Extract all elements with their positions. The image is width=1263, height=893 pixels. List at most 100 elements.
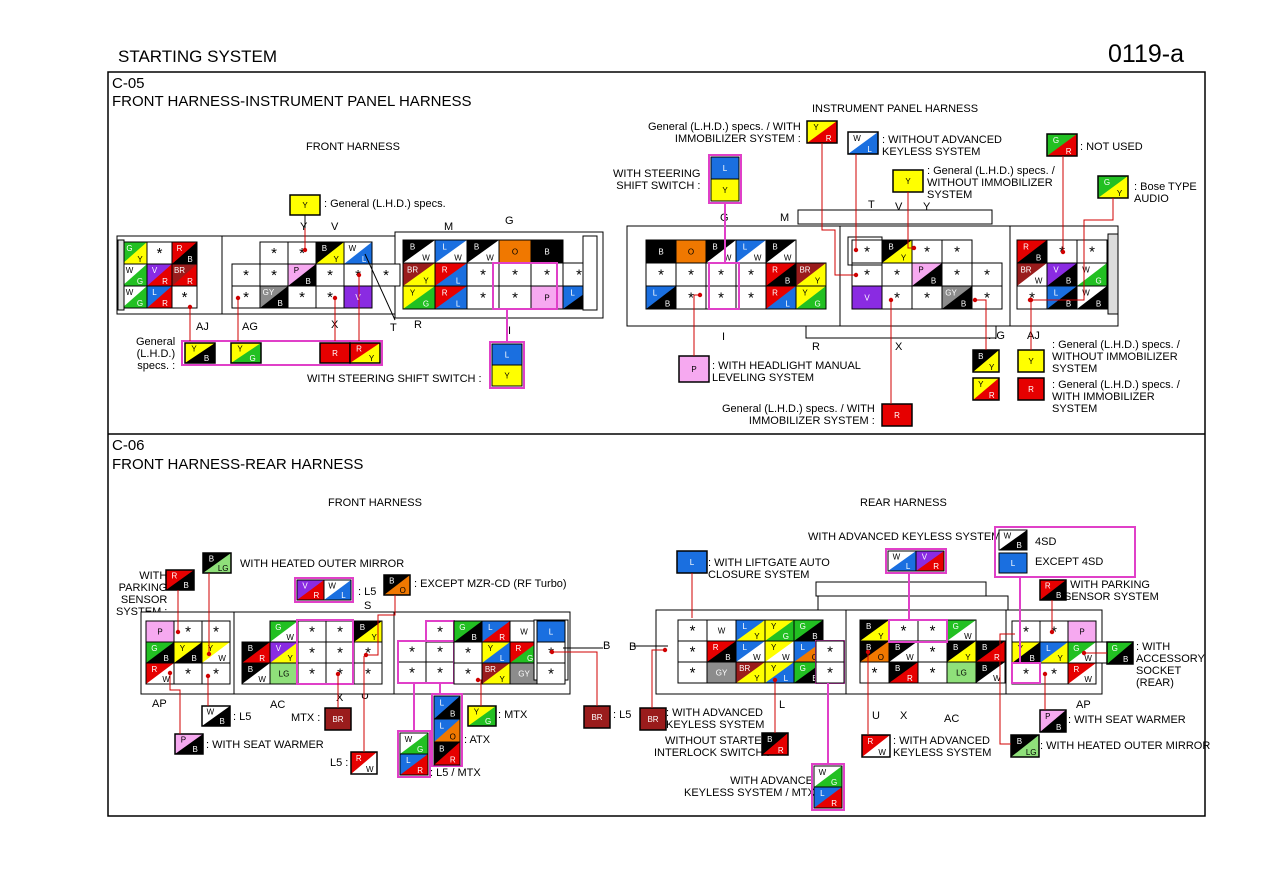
swatch-border [383, 574, 411, 596]
wire-code: Y [333, 255, 339, 264]
empty-terminal: * [299, 245, 305, 262]
wire-code: V [1053, 266, 1059, 275]
empty-terminal: * [930, 644, 936, 661]
lead-dot [167, 670, 173, 676]
ann-seat-warmer-right: : WITH SEAT WARMER [1068, 714, 1186, 726]
wire-code: B [1066, 300, 1071, 309]
empty-terminal: * [309, 624, 315, 641]
wire-code: B [895, 643, 900, 652]
wire-stripe [482, 642, 510, 663]
c06-front-harness-label: FRONT HARNESS [328, 497, 422, 509]
lead-wire [552, 651, 598, 706]
wire-stripe [434, 696, 460, 719]
ann-l5-prefix: L5 : [330, 757, 349, 769]
wire-stripe [942, 286, 972, 309]
wire-stripe [1017, 240, 1047, 263]
empty-terminal: * [894, 290, 900, 307]
wire-code: W [207, 707, 215, 716]
wire-code: R [1023, 243, 1029, 252]
empty-terminal: * [243, 289, 249, 306]
wire-stripe [467, 240, 499, 263]
wire-code: W [162, 675, 170, 684]
label-B-c06: B [603, 640, 611, 652]
highlight-box [294, 577, 354, 603]
lead-dot [1049, 629, 1055, 635]
wire-stripe [384, 575, 410, 595]
empty-terminal: * [548, 666, 554, 683]
wire-code: R [1074, 665, 1080, 674]
wire-code: Y [1117, 189, 1123, 198]
wire-code: B [772, 243, 777, 252]
wire-code: R [177, 244, 183, 253]
wire-stripe [860, 620, 889, 641]
wire-stripe [242, 663, 270, 684]
wire-code: B [219, 717, 224, 726]
ann-bose-audio: : Bose TYPE AUDIO [1134, 181, 1197, 205]
wire-stripe [766, 263, 796, 286]
ann-seat-warmer-left: : WITH SEAT WARMER [206, 739, 324, 751]
label-V: V [331, 221, 339, 233]
wire-code: O [400, 586, 406, 595]
empty-terminal: * [437, 624, 443, 641]
wire-stripe [400, 754, 428, 775]
label-AC-rear: AC [944, 713, 960, 725]
ann-heated-mirror: WITH HEATED OUTER MIRROR [240, 558, 405, 570]
wire-code: L [500, 654, 505, 663]
wire-code: L [488, 623, 493, 632]
wire-code: R [894, 411, 900, 420]
wire-code: BR [485, 665, 496, 674]
wire-code: L [442, 243, 447, 252]
wire-stripe [174, 642, 202, 663]
wire-code: L [1046, 644, 1051, 653]
empty-terminal: * [337, 645, 343, 662]
wire-code: Y [410, 289, 416, 298]
terminal [710, 178, 740, 202]
lead-dot [772, 677, 778, 683]
wire-stripe [435, 240, 467, 263]
ann-accessory-socket: : WITH ACCESSORY SOCKET (REAR) [1136, 641, 1205, 689]
empty-terminal: * [924, 244, 930, 261]
wire-code: G [137, 277, 143, 286]
swatch-border [1039, 579, 1067, 601]
wire-stripe [976, 662, 1005, 683]
wire-code: Y [905, 177, 911, 186]
label-X-ip: X [895, 341, 903, 353]
wire-code: O [878, 653, 884, 662]
wire-code: B [895, 664, 900, 673]
wire-code: P [1079, 628, 1084, 637]
wire-code: B [209, 554, 214, 563]
wire-code: R [713, 643, 719, 652]
terminal [815, 661, 845, 684]
wire-stripe [1047, 134, 1077, 156]
highlight-box [431, 693, 463, 767]
wire-code: R [778, 746, 784, 755]
wire-code: L [549, 628, 554, 637]
wire-code: W [784, 254, 792, 263]
wire-stripe [122, 286, 147, 308]
wire-code: W [1035, 277, 1043, 286]
wire-code: B [1096, 300, 1101, 309]
wire-stripe [203, 553, 231, 573]
empty-terminal: * [748, 267, 754, 284]
empty-terminal: * [480, 267, 486, 284]
wire-code: W [366, 765, 374, 774]
wire-code: B [183, 581, 188, 590]
wire-code: B [767, 735, 772, 744]
wire-stripe [1098, 176, 1128, 198]
wire-stripe [766, 240, 796, 263]
swatch-border [467, 705, 497, 727]
ann-with-advanced-keyless-right: : WITH ADVANCED KEYLESS SYSTEM [893, 735, 992, 759]
wire-stripe [147, 264, 172, 286]
wire-stripe [510, 642, 538, 663]
empty-terminal: * [465, 645, 471, 662]
wire-stripe [794, 620, 823, 641]
wire-code: B [389, 576, 394, 585]
wire-stripe [146, 642, 174, 663]
ann-mtx-mid: : MTX [498, 709, 528, 721]
wire-stripe [862, 735, 890, 757]
empty-terminal: * [271, 245, 277, 262]
wire-code: R [187, 277, 193, 286]
wire-code: L [785, 300, 790, 309]
wire-code: R [259, 654, 265, 663]
empty-terminal: * [748, 290, 754, 307]
